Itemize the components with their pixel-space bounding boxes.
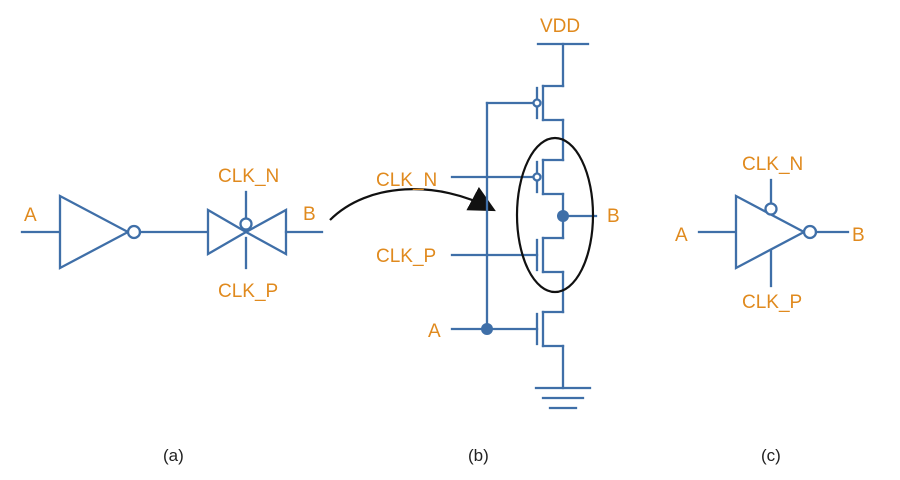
label-c-output: B xyxy=(852,225,865,246)
label-c-clkp: CLK_P xyxy=(742,292,802,313)
caption-a: (a) xyxy=(163,446,184,465)
p-mid-bubble xyxy=(532,172,542,182)
label-vdd: VDD xyxy=(540,16,580,37)
transmission-gate-bubble xyxy=(239,217,253,231)
label-c-input: A xyxy=(675,225,688,246)
label-a-input: A xyxy=(24,205,37,226)
caption-b: (b) xyxy=(468,446,489,465)
input-node-dot xyxy=(481,323,493,335)
highlight-ellipse xyxy=(515,136,595,294)
panel-c: A B CLK_N CLK_P (c) xyxy=(675,154,865,465)
label-b-output: B xyxy=(607,206,620,227)
label-a-clkn: CLK_N xyxy=(218,166,279,187)
panel-b: VDD CLK_N CLK_P A B (b) xyxy=(376,16,620,465)
transmission-gate-right xyxy=(243,208,288,256)
transmission-gate-left xyxy=(206,208,249,256)
label-b-clkp: CLK_P xyxy=(376,246,436,267)
caption-c: (c) xyxy=(761,446,781,465)
label-b-clkn: CLK_N xyxy=(376,170,437,191)
label-a-clkp: CLK_P xyxy=(218,281,278,302)
label-b-input: A xyxy=(428,321,441,342)
label-a-output: B xyxy=(303,204,316,225)
panel-a: A B CLK_N CLK_P (a) xyxy=(20,166,324,465)
clkn-bubble-c xyxy=(764,202,778,216)
inverter-bubble-a xyxy=(126,224,142,240)
label-c-clkn: CLK_N xyxy=(742,154,803,175)
tristate-output-bubble xyxy=(802,224,818,240)
mapping-arrow xyxy=(329,186,496,221)
p-top-bubble xyxy=(532,98,542,108)
inverter-symbol-a xyxy=(58,194,131,270)
